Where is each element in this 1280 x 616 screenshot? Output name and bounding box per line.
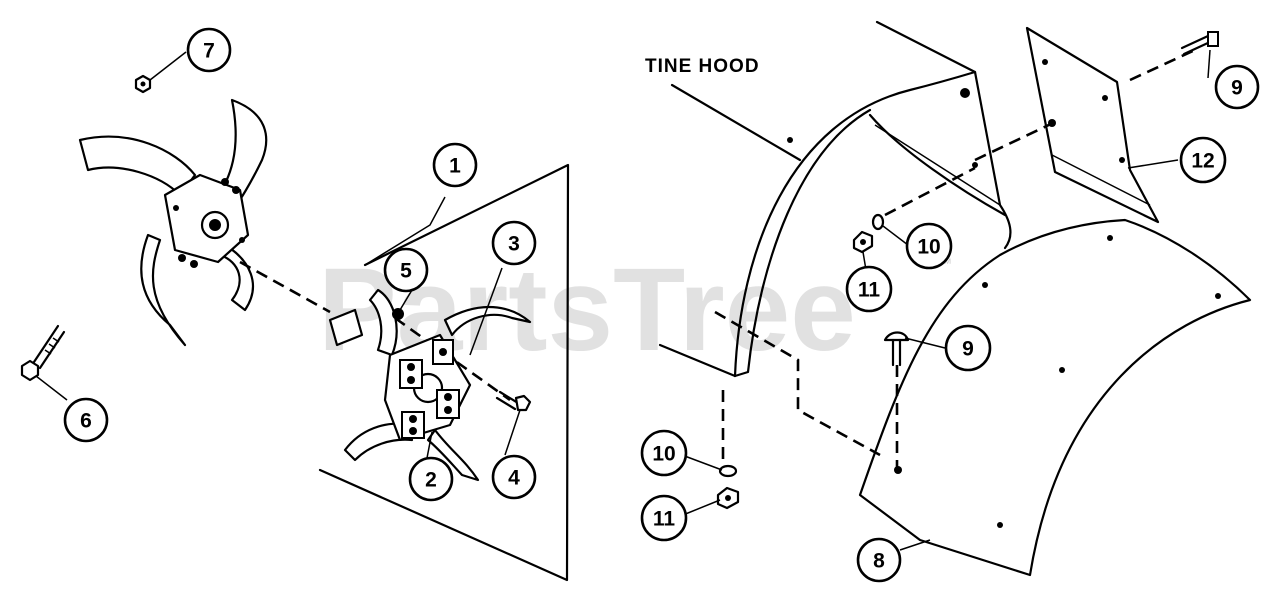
callout-11-upper[interactable]: 11 — [845, 265, 893, 313]
inner-tine-assembly — [318, 163, 570, 582]
callout-11-lower[interactable]: 11 — [640, 494, 688, 542]
callout-7[interactable]: 7 — [186, 27, 232, 73]
callout-12[interactable]: 12 — [1179, 136, 1227, 184]
svg-text:11: 11 — [858, 279, 881, 302]
svg-text:8: 8 — [873, 550, 885, 573]
svg-text:4: 4 — [508, 467, 520, 490]
svg-text:10: 10 — [652, 443, 675, 466]
svg-text:7: 7 — [203, 40, 215, 63]
callout-8[interactable]: 8 — [856, 537, 902, 583]
tine-hood-label: TINE HOOD — [645, 56, 760, 77]
svg-text:5: 5 — [400, 260, 412, 283]
bolt-part-6 — [20, 324, 66, 382]
callout-4[interactable]: 4 — [491, 454, 537, 500]
svg-text:11: 11 — [653, 508, 676, 531]
callout-2[interactable]: 2 — [408, 456, 454, 502]
svg-text:9: 9 — [962, 338, 974, 361]
callout-10-lower[interactable]: 10 — [640, 429, 688, 477]
svg-text:1: 1 — [449, 155, 461, 178]
carriage-bolt-part-9-lower — [883, 331, 910, 367]
svg-text:9: 9 — [1231, 77, 1243, 100]
svg-text:6: 6 — [80, 410, 92, 433]
outer-tine-assembly — [78, 98, 268, 347]
carriage-bolt-part-9-upper — [1180, 31, 1219, 56]
svg-text:2: 2 — [425, 469, 437, 492]
hood-extension-part-8 — [858, 218, 1252, 577]
callout-3[interactable]: 3 — [491, 220, 537, 266]
callout-9-lower[interactable]: 9 — [944, 324, 992, 372]
bolt-part-4 — [495, 390, 532, 412]
callout-10-upper[interactable]: 10 — [905, 222, 953, 270]
tine-hood — [658, 20, 1012, 378]
washer-nut-upper — [852, 213, 885, 254]
callout-6[interactable]: 6 — [63, 397, 109, 443]
callout-1[interactable]: 1 — [432, 142, 478, 188]
washer-nut-lower — [716, 464, 740, 510]
svg-text:3: 3 — [508, 233, 520, 256]
svg-text:10: 10 — [917, 236, 940, 259]
svg-text:12: 12 — [1191, 150, 1214, 173]
callout-9-upper[interactable]: 9 — [1214, 64, 1260, 110]
callout-5[interactable]: 5 — [383, 247, 429, 293]
